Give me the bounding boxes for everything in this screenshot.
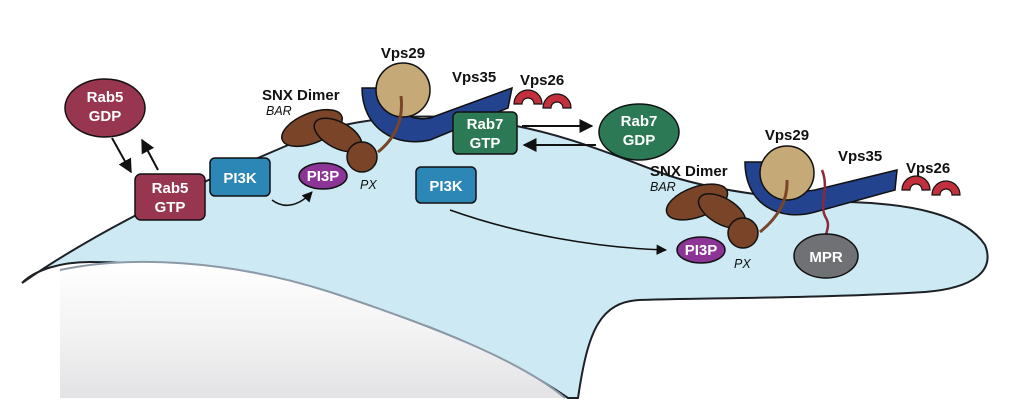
mpr: MPR — [793, 233, 859, 279]
pi3k-to-pi3p-arrow-long — [449, 209, 668, 255]
pi3k-mid: PI3K — [415, 166, 477, 204]
retromer-left — [361, 62, 572, 154]
vps35-right-label: Vps35 — [838, 148, 882, 165]
vps35-left-label: Vps35 — [452, 69, 496, 86]
rab7-gdp-label-1: Rab7 — [621, 113, 658, 130]
mpr-label: MPR — [809, 249, 843, 266]
vps26-left-label: Vps26 — [520, 72, 564, 89]
pi3k-to-pi3p-arrow-left — [271, 191, 313, 207]
rab5-arrow-up — [141, 138, 159, 171]
vps26-right-label: Vps26 — [906, 160, 950, 177]
pi3k-left-label: PI3K — [223, 170, 257, 187]
pi3p-left-label: PI3P — [307, 168, 340, 185]
rab5-gtp-label-1: Rab5 — [152, 180, 189, 197]
endosome-lumen-shadow — [60, 261, 565, 398]
snx-dimer-left-label: SNX Dimer — [262, 87, 340, 104]
bar-right-label: BAR — [650, 180, 676, 194]
pi3p-left: PI3P — [298, 162, 348, 190]
rab7-gtp: Rab7 GTP — [452, 111, 518, 155]
pi3p-right-label: PI3P — [685, 242, 718, 259]
rab7-gdp-label-2: GDP — [623, 132, 656, 149]
vps29-left-label: Vps29 — [381, 45, 425, 62]
vps26-left-b — [542, 93, 572, 109]
px-left-label: PX — [360, 178, 377, 192]
pi3p-right: PI3P — [676, 236, 726, 264]
vps29-left — [375, 62, 431, 118]
rab5-gdp: Rab5 GDP — [64, 78, 146, 138]
px-right-label: PX — [734, 257, 751, 271]
rab5-arrow-down — [111, 137, 132, 174]
pi3k-left: PI3K — [209, 157, 271, 197]
vps26-right-a — [901, 175, 931, 191]
rab5-gtp-label-2: GTP — [155, 199, 186, 216]
pi3k-mid-label: PI3K — [429, 178, 463, 195]
snx-dimer-right — [665, 183, 759, 249]
snx-dimer-right-label: SNX Dimer — [650, 163, 728, 180]
vps29-left-linker — [377, 95, 403, 154]
vps29-right — [759, 145, 815, 201]
rab5-gdp-label-2: GDP — [89, 108, 122, 125]
rab5-gtp: Rab5 GTP — [134, 173, 206, 221]
vps29-right-label: Vps29 — [765, 127, 809, 144]
vps29-right-linker — [759, 179, 789, 234]
rab7-gtp-label-2: GTP — [470, 135, 501, 152]
vps26-left-a — [513, 89, 543, 105]
bar-left-label: BAR — [266, 104, 292, 118]
endosome-inner-edge — [59, 260, 566, 399]
rab5-gdp-label-1: Rab5 — [87, 89, 124, 106]
rab7-gtp-label-1: Rab7 — [467, 116, 504, 133]
rab7-gdp: Rab7 GDP — [598, 103, 680, 161]
vps26-right-b — [931, 180, 961, 196]
snx-dimer-left — [281, 108, 378, 173]
